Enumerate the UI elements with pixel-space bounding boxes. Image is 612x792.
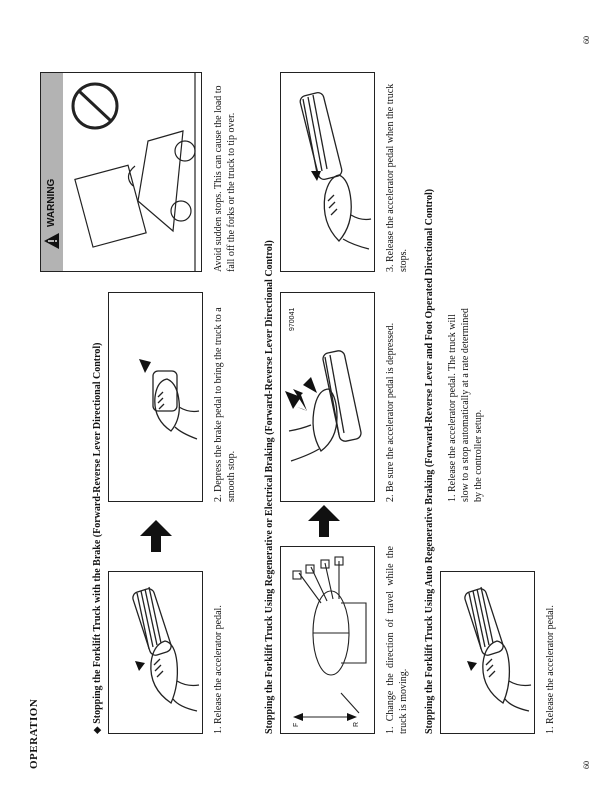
section2-title: Stopping the Forklift Truck Using Regene… [264, 240, 275, 734]
section1-title: ◆ Stopping the Forklift Truck with the B… [92, 342, 103, 734]
section1-step2: 2. Depress the brake pedal to bring the … [213, 307, 237, 502]
warning-panel: WARNING [40, 72, 202, 272]
accelerator-pressed-icon [285, 350, 362, 462]
figure-number: 970041 [289, 307, 296, 331]
arrow-right-2 [306, 505, 342, 537]
figure-release-accelerator-2 [280, 72, 375, 272]
figure-lever-steering: F R [280, 546, 375, 734]
section2-step2: 2. Be sure the accelerator pedal is depr… [385, 322, 396, 502]
warning-text: Avoid sudden stops. This can cause the l… [213, 85, 237, 272]
section3-step1: 1. Release the accelerator pedal. [545, 605, 556, 734]
accelerator-foot-icon [464, 586, 532, 712]
section2-step3: 3. Release the accelerator pedal when th… [385, 83, 409, 272]
section-heading: OPERATION [28, 698, 40, 769]
section1-step1: 1. Release the accelerator pedal. [213, 605, 224, 734]
figure-release-accelerator-3 [440, 571, 535, 734]
section3-step2: 1. Release the accelerator pedal. The tr… [447, 308, 484, 502]
warning-label: WARNING [46, 178, 57, 227]
arrow-right-1 [138, 520, 174, 552]
lever-label-forward: F [293, 722, 300, 727]
arrow-right-icon [140, 520, 172, 552]
steering-lever-icon [292, 556, 367, 721]
warning-triangle-icon [44, 233, 59, 249]
accelerator-foot-icon [132, 586, 200, 712]
page-number-bottom: 60 [582, 761, 591, 769]
figure-accelerator-depressed: 970041 [280, 292, 375, 502]
section3-title: Stopping the Forklift Truck Using Auto R… [424, 188, 435, 734]
bullet-icon: ◆ [92, 726, 103, 734]
brake-foot-icon [139, 359, 200, 440]
section2-step1: 1. Change the direction of travel while … [385, 546, 409, 734]
figure-release-accelerator-1 [108, 571, 203, 734]
lever-label-reverse: R [353, 721, 360, 727]
accelerator-release-icon [299, 91, 372, 250]
figure-brake-pedal [108, 292, 203, 502]
tipping-truck-icon [71, 72, 196, 271]
page-number-right: 60 [582, 36, 591, 44]
arrow-right-icon [308, 505, 340, 537]
